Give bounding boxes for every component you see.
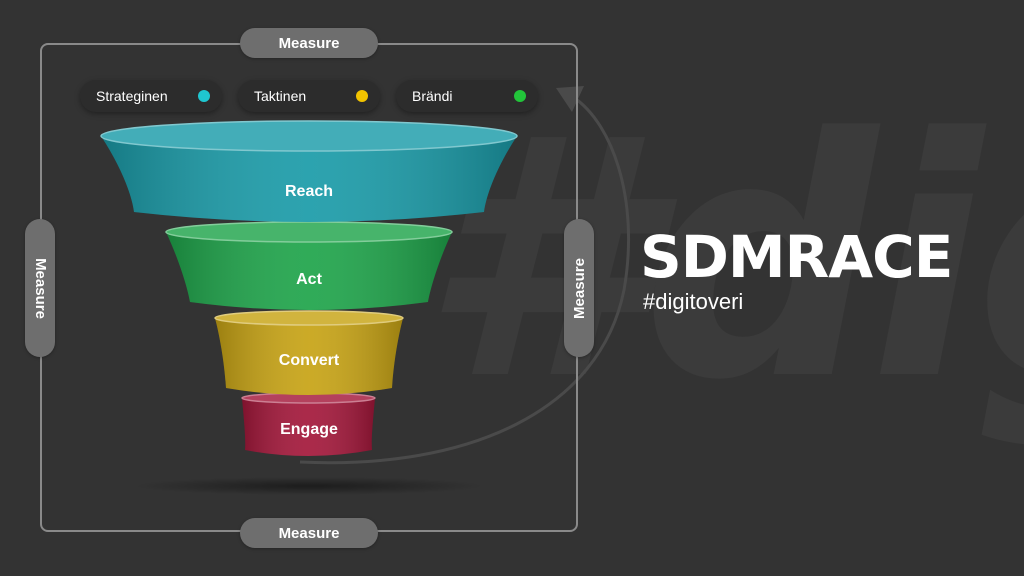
measure-bottom-pill: Measure	[240, 518, 378, 548]
funnel-stage-act: Act	[165, 221, 453, 310]
measure-top-label: Measure	[278, 34, 340, 52]
measure-right-pill: Measure	[564, 219, 594, 357]
funnel-stage-convert: Convert	[214, 310, 404, 395]
funnel-stage-reach: Reach	[100, 120, 518, 222]
legend-item-taktinen: Taktinen	[238, 80, 380, 112]
legend-label: Taktinen	[254, 88, 307, 104]
legend-item-strateginen: Strateginen	[80, 80, 222, 112]
legend-dot-icon	[514, 90, 526, 102]
funnel-stage-label: Act	[296, 271, 322, 288]
measure-bottom-label: Measure	[278, 524, 340, 542]
funnel-stage-label: Convert	[279, 352, 340, 369]
legend-label: Brändi	[412, 88, 453, 104]
measure-left-pill: Measure	[25, 219, 55, 357]
funnel-stage-label: Reach	[285, 183, 333, 200]
watermark-text: #digi	[420, 68, 1024, 452]
funnel-shadow	[134, 477, 484, 495]
legend-label: Strateginen	[96, 88, 168, 104]
funnel-stage-engage: Engage	[241, 392, 376, 456]
legend-item-brandi: Brändi	[396, 80, 538, 112]
measure-top-pill: Measure	[240, 28, 378, 58]
legend-dot-icon	[198, 90, 210, 102]
funnel-stage-label: Engage	[280, 421, 338, 438]
page-title: SDMRACE	[640, 223, 953, 291]
hashtag-subtitle: #digitoveri	[643, 289, 744, 314]
legend-dot-icon	[356, 90, 368, 102]
